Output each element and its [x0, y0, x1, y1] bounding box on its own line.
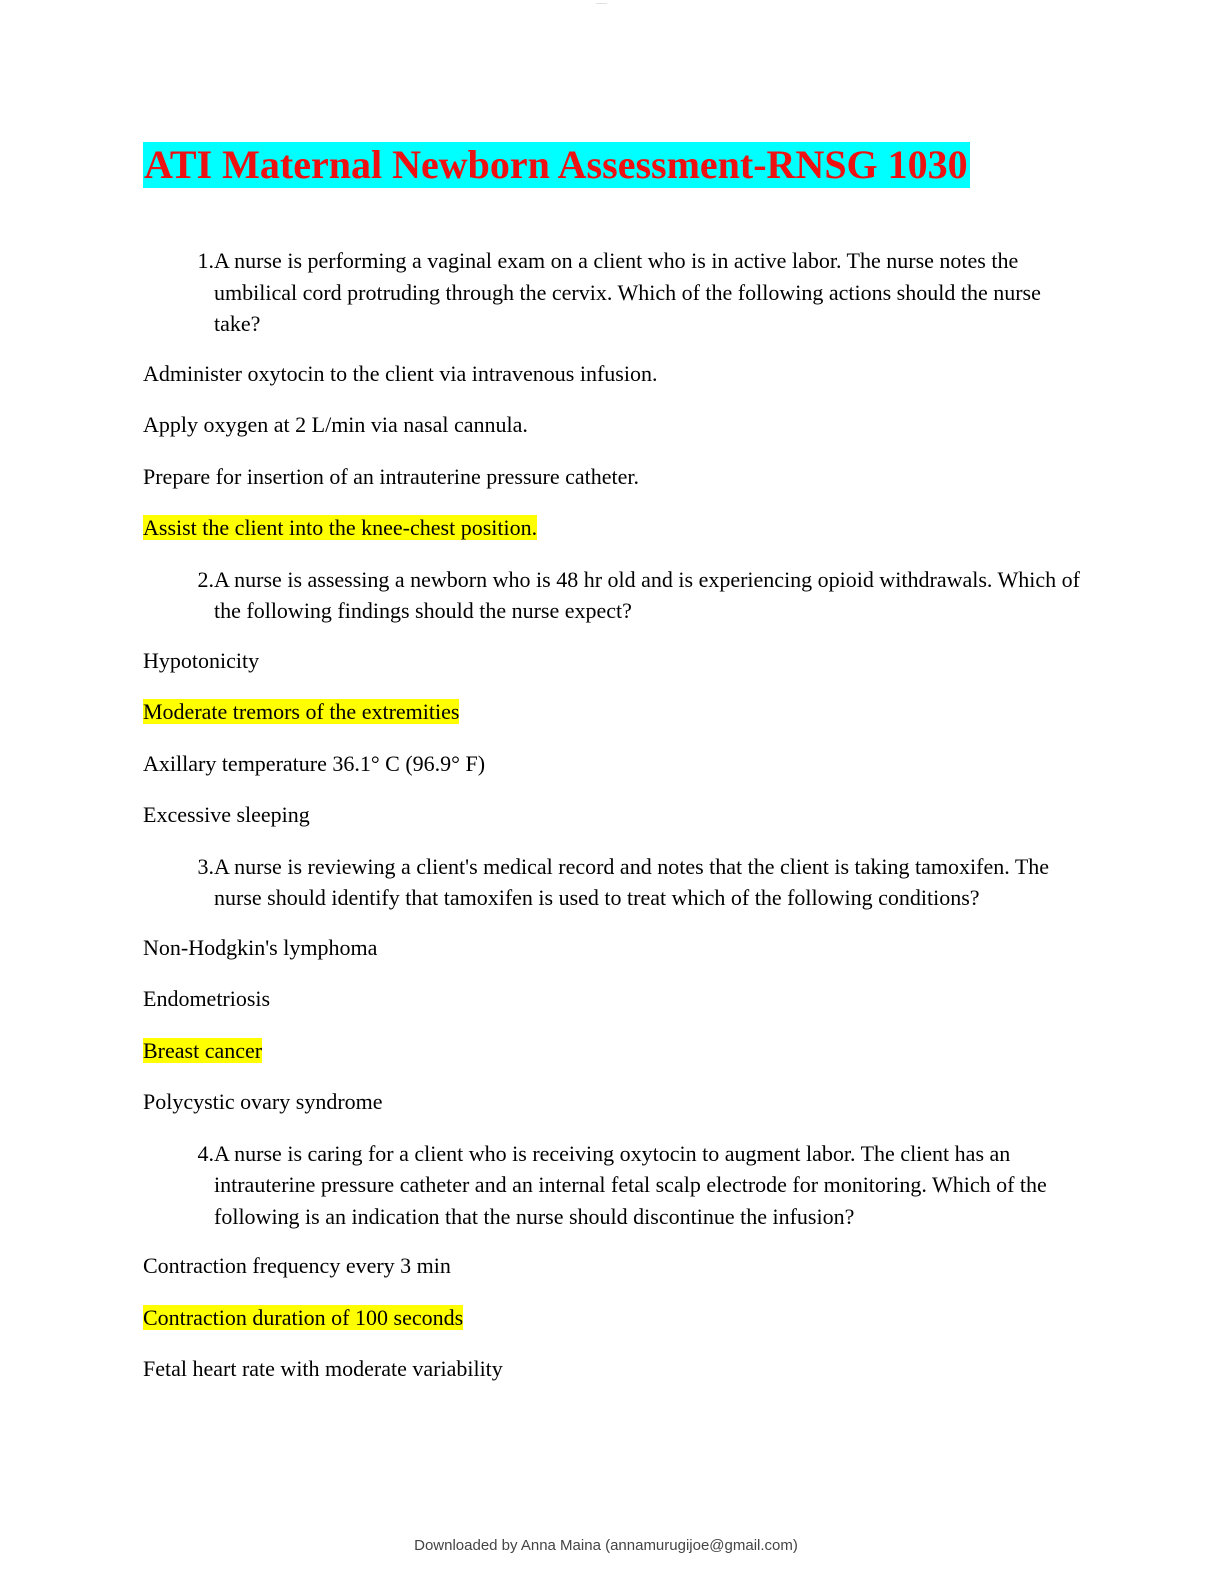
- option-text: Excessive sleeping: [143, 802, 310, 827]
- option-item-answer: Breast cancer: [143, 1035, 1083, 1067]
- option-text-highlighted: Moderate tremors of the extremities: [143, 699, 460, 724]
- question-text: A nurse is caring for a client who is re…: [214, 1140, 1047, 1229]
- option-item-answer: Contraction duration of 100 seconds: [143, 1302, 1083, 1334]
- option-item: Axillary temperature 36.1° C (96.9° F): [143, 748, 1083, 780]
- option-item-answer: Assist the client into the knee-chest po…: [143, 512, 1083, 544]
- option-text: Endometriosis: [143, 986, 271, 1011]
- question-number: 3.: [197, 853, 215, 879]
- option-item: Fetal heart rate with moderate variabili…: [143, 1353, 1083, 1385]
- option-item: Hypotonicity: [143, 645, 1083, 677]
- option-text: Administer oxytocin to the client via in…: [143, 360, 658, 386]
- option-text: Axillary temperature 36.1° C (96.9° F): [143, 750, 486, 776]
- option-text: Prepare for insertion of an intrauterine…: [143, 463, 640, 489]
- question-1: 1. A nurse is performing a vaginal exam …: [143, 245, 1083, 340]
- question-3: 3. A nurse is reviewing a client's medic…: [143, 851, 1083, 914]
- top-mark: _____: [596, 0, 608, 4]
- option-text-highlighted: Assist the client into the knee-chest po…: [143, 515, 538, 540]
- option-item: Prepare for insertion of an intrauterine…: [143, 461, 1083, 493]
- question-number: 4.: [197, 1140, 215, 1166]
- option-item-answer: Moderate tremors of the extremities: [143, 696, 1083, 728]
- option-text-highlighted: Contraction duration of 100 seconds: [143, 1304, 464, 1330]
- option-item: Administer oxytocin to the client via in…: [143, 358, 1083, 390]
- option-text: Hypotonicity: [143, 647, 260, 673]
- option-text: Contraction frequency every 3 min: [143, 1253, 451, 1278]
- option-text: Fetal heart rate with moderate variabili…: [143, 1356, 503, 1381]
- question-list: 1. A nurse is performing a vaginal exam …: [143, 245, 1083, 1405]
- question-text: A nurse is reviewing a client's medical …: [214, 853, 1050, 911]
- question-number: 1.: [197, 248, 215, 273]
- download-footer: Downloaded by Anna Maina (annamurugijoe@…: [414, 1537, 798, 1554]
- option-item: Excessive sleeping: [143, 799, 1083, 831]
- document-title: ATI Maternal Newborn Assessment-RNSG 103…: [143, 142, 970, 188]
- option-item: Polycystic ovary syndrome: [143, 1086, 1083, 1118]
- question-text: A nurse is assessing a newborn who is 48…: [214, 566, 1081, 624]
- question-4: 4. A nurse is caring for a client who is…: [143, 1138, 1083, 1233]
- option-text: Non-Hodgkin's lymphoma: [143, 934, 378, 960]
- question-2: 2. A nurse is assessing a newborn who is…: [143, 564, 1083, 627]
- option-text-highlighted: Breast cancer: [143, 1037, 263, 1063]
- option-item: Non-Hodgkin's lymphoma: [143, 932, 1083, 964]
- option-item: Apply oxygen at 2 L/min via nasal cannul…: [143, 409, 1083, 441]
- option-item: Contraction frequency every 3 min: [143, 1250, 1083, 1282]
- question-number: 2.: [197, 566, 215, 592]
- option-text: Apply oxygen at 2 L/min via nasal cannul…: [143, 412, 528, 437]
- option-item: Endometriosis: [143, 983, 1083, 1015]
- option-text: Polycystic ovary syndrome: [143, 1089, 383, 1114]
- question-text: A nurse is performing a vaginal exam on …: [214, 248, 1041, 336]
